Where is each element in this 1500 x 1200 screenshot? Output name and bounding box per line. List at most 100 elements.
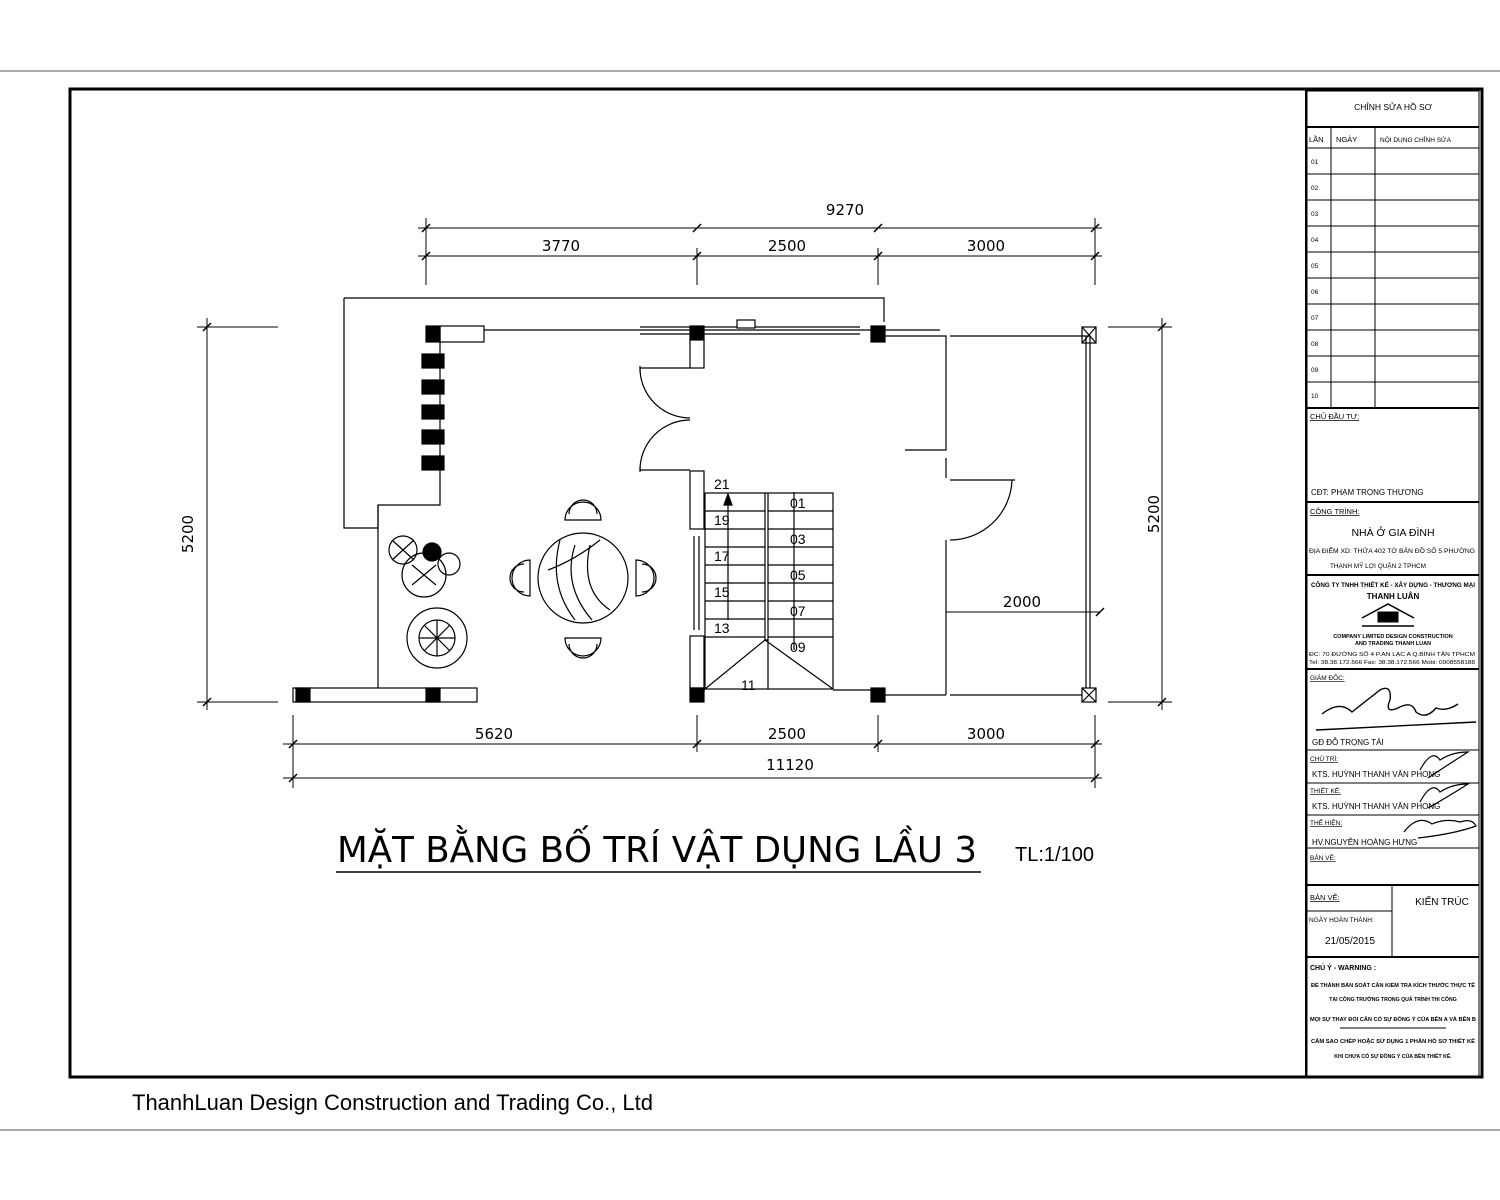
chair-left: [509, 559, 531, 597]
tb-warning-line: MỌI SỰ THAY ĐỔI CẦN CÓ SỰ ĐỒNG Ý CỦA BÊN…: [1310, 1015, 1476, 1023]
tb-date-value: 21/05/2015: [1325, 936, 1375, 947]
stair-step-label: 17: [714, 548, 730, 564]
title-block-text: CHỈNH SỬA HỒ SƠ LẦN NGÀY NỘI DUNG CHỈNH …: [1309, 101, 1476, 1060]
column: [870, 687, 886, 703]
tb-director-name: GĐ ĐỖ TRỌNG TÀI: [1312, 738, 1384, 747]
title-block: [1306, 90, 1480, 1077]
drawing-title: MẶT BẰNG BỐ TRÍ VẬT DỤNG LẦU 3: [337, 824, 977, 871]
balcony-outline: [950, 335, 1091, 696]
ac-unit: [736, 319, 756, 329]
column: [870, 325, 886, 343]
stair-step-label: 13: [714, 620, 730, 636]
company-logo: [1361, 603, 1415, 619]
column-x: [1081, 326, 1097, 344]
tb-rev-num: 09: [1311, 367, 1319, 374]
tb-company-addr: ĐC: 70 ĐƯỜNG SỐ 4 P.AN LẠC A Q.BÌNH TÂN …: [1309, 651, 1475, 658]
tb-warning-line: TẠI CÔNG TRƯỜNG TRONG QUÁ TRÌNH THI CÔNG: [1329, 995, 1456, 1003]
tb-warning-line: ĐỂ THÀNH BẢN SOÁT CẦN KIỂM TRA KÍCH THƯỚ…: [1311, 981, 1476, 989]
dim-bottom-total: 11120: [766, 756, 814, 774]
stair-step-label: 09: [790, 639, 806, 655]
parapet-left: [439, 325, 485, 343]
dining-table: [537, 532, 629, 624]
stair-step-label: 05: [790, 567, 806, 583]
stair-outline: [704, 492, 834, 690]
column: [425, 325, 441, 343]
drawing-frame: [68, 87, 1484, 1079]
dim-bottom-seg-1: 5620: [475, 725, 513, 743]
tb-rev-num: 03: [1311, 211, 1319, 218]
tb-drawing-label: BẢN VẼ:: [1310, 893, 1340, 902]
tb-company-tel: Tel: 38.38.172.566 Fax: 38.38.172.566 Mo…: [1309, 660, 1475, 666]
plant: [401, 552, 447, 598]
column: [295, 687, 311, 703]
tb-col-header: LẦN: [1309, 134, 1324, 144]
tb-col-header: NỘI DUNG CHỈNH SỬA: [1380, 135, 1452, 144]
tb-location-1: ĐỊA ĐIỂM XD: THỬA 402 TỜ BẢN ĐỒ SỐ 5 PHƯ…: [1309, 545, 1475, 555]
company-logo-mark: [1377, 611, 1399, 623]
chair-bottom: [564, 637, 602, 659]
pergola-slat: [421, 353, 445, 369]
column: [425, 687, 441, 703]
tb-rev-num: 01: [1311, 159, 1319, 166]
balcony-door: [949, 479, 1015, 541]
stair-step-label: 11: [741, 677, 756, 693]
tb-director-label: GIÁM ĐỐC:: [1310, 672, 1345, 682]
dim-balcony-width: 2000: [1003, 593, 1041, 611]
dim-right-height: 5200: [1145, 495, 1163, 533]
tb-rev-num: 02: [1311, 185, 1319, 192]
drafter-signature: [1403, 819, 1477, 839]
stair-step-label: 07: [790, 603, 806, 619]
footer-company: ThanhLuan Design Construction and Tradin…: [132, 1090, 653, 1115]
tb-rev-num: 05: [1311, 263, 1319, 270]
dimension-labels: 9270 3770 2500 3000 5620 2500 3000 11120…: [179, 201, 1163, 774]
dim-top-seg-3: 3000: [967, 237, 1005, 255]
dim-left-height: 5200: [179, 515, 197, 553]
tb-frame: [1306, 90, 1480, 1077]
stair-step-label: 21: [714, 476, 730, 492]
door-swing: [639, 367, 691, 419]
tb-designer-name: KTS. HUỲNH THANH VĂN PHONG: [1312, 802, 1440, 811]
partition-wall: [689, 339, 705, 369]
stair-labels: 21 19 17 15 13 01 03 05 07 09 11: [714, 476, 806, 693]
director-signature: [1315, 687, 1477, 731]
column-x: [1081, 687, 1097, 703]
dimension-lines: [197, 218, 1172, 788]
tb-company-vn: CÔNG TY TNHH THIẾT KẾ - XÂY DỰNG - THƯƠN…: [1311, 579, 1475, 589]
potted-plant-leaves: [419, 620, 455, 656]
stair-step-label: 01: [790, 495, 806, 511]
plant-leaves: [411, 564, 437, 586]
tb-rev-num: 08: [1311, 341, 1319, 348]
stair-landing: [704, 639, 834, 690]
pergola-slat: [421, 404, 445, 420]
column: [689, 687, 705, 703]
pergola-slat: [421, 429, 445, 445]
tb-warning-title: CHÚ Ý - WARNING :: [1310, 963, 1376, 972]
chair-right: [635, 559, 657, 597]
tb-company-en: COMPANY LIMITED DESIGN CONSTRUCTION: [1333, 634, 1453, 640]
dim-bottom-seg-2: 2500: [768, 725, 806, 743]
stair-step-label: 03: [790, 531, 806, 547]
tb-owner-name: CĐT: PHẠM TRỌNG THƯƠNG: [1311, 488, 1424, 497]
pergola-slat: [421, 455, 445, 471]
floor-plan: [292, 297, 1097, 703]
tb-company-en2: AND TRADING THANH LUAN: [1355, 641, 1431, 647]
tb-col-header: NGÀY: [1336, 135, 1357, 144]
dim-top-seg-1: 3770: [542, 237, 580, 255]
tb-drawing-type: KIẾN TRÚC: [1415, 895, 1469, 908]
plant: [388, 535, 418, 565]
stair-step-label: 19: [714, 512, 730, 528]
right-room-wall: [885, 335, 947, 695]
plant: [437, 552, 461, 576]
dim-ticks: [202, 223, 1167, 783]
designer-signature: [1419, 783, 1471, 809]
tb-lead-name: KTS. HUỲNH THANH VĂN PHONG: [1312, 770, 1440, 779]
dim-top-seg-2: 2500: [768, 237, 806, 255]
tb-designer-label: THIẾT KẾ:: [1310, 785, 1341, 795]
tb-revision-header: CHỈNH SỬA HỒ SƠ: [1354, 101, 1433, 112]
lead-signature: [1419, 751, 1471, 779]
tb-date-label: NGÀY HOÀN THÀNH:: [1309, 915, 1374, 924]
tb-rev-num: 07: [1311, 315, 1319, 322]
chair-top: [564, 499, 602, 521]
tb-project-label: CÔNG TRÌNH:: [1310, 507, 1359, 516]
